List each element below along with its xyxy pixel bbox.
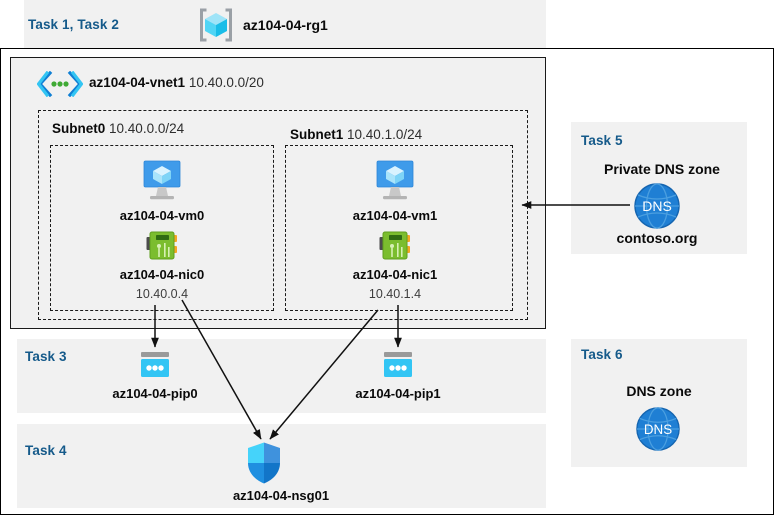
- virtual-network-name: az104-04-vnet1: [89, 75, 186, 90]
- task-label-5: Task 5: [581, 133, 623, 148]
- pip0-name: az104-04-pip0: [112, 386, 198, 401]
- task-label-4: Task 4: [25, 443, 67, 458]
- public-ip-address-icon: [381, 350, 415, 380]
- vm1-name: az104-04-vm1: [352, 208, 438, 223]
- resource-group-header-panel: [24, 0, 546, 48]
- task-label-3: Task 3: [25, 349, 67, 364]
- virtual-network-title: az104-04-vnet1 10.40.0.0/20: [89, 75, 264, 90]
- task-label-6: Task 6: [581, 347, 623, 362]
- pip1-name: az104-04-pip1: [355, 386, 441, 401]
- public-ip-address-icon: [138, 350, 172, 380]
- vm0-name: az104-04-vm0: [119, 208, 205, 223]
- subnet1-title: Subnet1 10.40.1.0/24: [290, 127, 422, 142]
- subnet0-boundary: [50, 145, 274, 311]
- public-dns-zone-heading: DNS zone: [626, 383, 692, 399]
- subnet0-cidr: 10.40.0.0/24: [109, 121, 185, 136]
- network-interface-icon: [379, 230, 413, 262]
- nsg-name: az104-04-nsg01: [232, 488, 330, 503]
- virtual-machine-icon: [138, 160, 186, 202]
- nic1-ip: 10.40.1.4: [368, 287, 422, 301]
- resource-group-name: az104-04-rg1: [243, 17, 328, 33]
- subnet1-name: Subnet1: [290, 127, 344, 142]
- task-label-1-2: Task 1, Task 2: [28, 17, 119, 32]
- dns-icon-text: DNS: [644, 422, 672, 437]
- nic1-name: az104-04-nic1: [352, 267, 438, 282]
- dns-icon-text: DNS: [642, 198, 672, 214]
- virtual-network-cidr: 10.40.0.0/20: [188, 75, 264, 90]
- subnet0-title: Subnet0 10.40.0.0/24: [52, 121, 184, 136]
- subnet1-boundary: [285, 145, 513, 311]
- subnet1-cidr: 10.40.1.0/24: [347, 127, 423, 142]
- private-dns-zone-heading: Private DNS zone: [604, 161, 720, 177]
- nic0-ip: 10.40.0.4: [135, 287, 189, 301]
- virtual-network-panel: [10, 57, 546, 329]
- dns-zone-icon: DNS: [633, 182, 681, 230]
- virtual-network-icon: [36, 70, 84, 98]
- subnet0-name: Subnet0: [52, 121, 106, 136]
- nic0-name: az104-04-nic0: [119, 267, 205, 282]
- virtual-machine-icon: [371, 160, 419, 202]
- resource-group-icon: [198, 8, 234, 42]
- network-interface-icon: [146, 230, 180, 262]
- private-dns-zone-name: contoso.org: [616, 230, 698, 246]
- dns-zone-icon: DNS: [635, 406, 681, 452]
- diagram-outer-frame: [0, 48, 774, 515]
- public-ip-panel: [17, 339, 546, 413]
- network-security-group-icon: [246, 441, 282, 485]
